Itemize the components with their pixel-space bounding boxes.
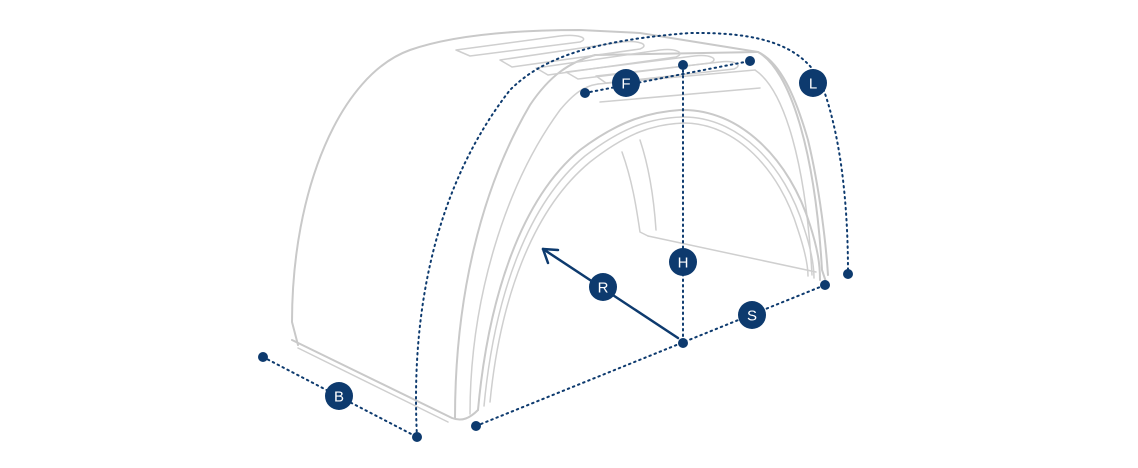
front-ridge-arc	[469, 83, 599, 415]
dimension-line-l	[415, 31, 849, 438]
endpoint-dot	[820, 280, 830, 290]
badge-s: S	[738, 301, 766, 329]
dimension-line-b	[262, 356, 418, 438]
endpoint-dot	[745, 56, 755, 66]
wheel-arch-lip-2	[489, 122, 809, 403]
right-ridge-arc	[754, 69, 813, 276]
front-outer-arc	[454, 54, 596, 419]
top-front-edge	[594, 51, 759, 56]
wheel-arch-lip-1	[483, 116, 815, 407]
badge-h: H	[669, 248, 697, 276]
label-l: L	[809, 76, 817, 93]
bottom-flange-line	[291, 339, 479, 421]
inner-back-arch-b	[639, 139, 657, 231]
badge-b: B	[325, 382, 353, 410]
top-rib-2	[499, 40, 645, 68]
label-b: B	[334, 389, 344, 406]
dimension-line-s	[475, 284, 826, 427]
top-rib-3	[535, 48, 681, 76]
dimension-line-f	[584, 60, 751, 94]
label-f: F	[621, 76, 630, 93]
wheel-arch-outer	[477, 108, 821, 411]
endpoint-dot	[843, 269, 853, 279]
inner-floor-line	[647, 235, 817, 273]
mudguard-outline	[291, 29, 829, 423]
label-s: S	[747, 308, 757, 325]
bottom-flange-inner	[297, 347, 449, 423]
badge-f: F	[612, 69, 640, 97]
endpoint-dot	[580, 88, 590, 98]
endpoint-dot	[412, 432, 422, 442]
right-outer-arc	[757, 51, 827, 283]
dimension-lines	[262, 31, 849, 438]
label-h: H	[678, 255, 689, 272]
dimension-endpoints	[258, 56, 853, 442]
endpoint-dot	[678, 60, 688, 70]
endpoint-dot	[471, 421, 481, 431]
badge-r: R	[589, 273, 617, 301]
badge-l: L	[799, 69, 827, 97]
label-r: R	[598, 280, 609, 297]
endpoint-dot	[678, 338, 688, 348]
back-shell-line	[291, 29, 829, 346]
top-rib-1	[455, 34, 585, 57]
top-inner-edge	[599, 87, 761, 103]
radius-arrow-head	[541, 247, 560, 265]
endpoint-dot	[258, 352, 268, 362]
inner-back-arch-a	[621, 151, 649, 237]
